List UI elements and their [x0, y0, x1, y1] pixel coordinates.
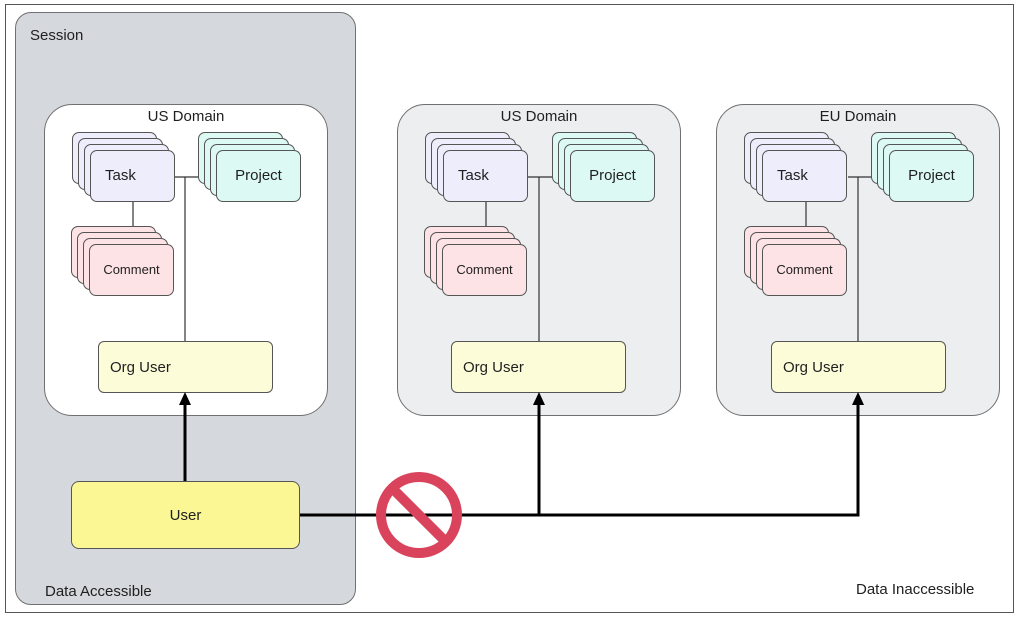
task-label: Task: [105, 167, 136, 184]
task-label: Task: [458, 167, 489, 184]
comment-label: Comment: [103, 262, 160, 277]
project-node: Project: [216, 150, 301, 202]
project-label: Project: [235, 167, 282, 184]
org-user-node: Org User: [771, 341, 946, 393]
task-node: Task: [443, 150, 528, 202]
user-node: User: [71, 481, 300, 549]
task-label: Task: [777, 167, 808, 184]
org-user-label: Org User: [463, 359, 524, 376]
comment-node: Comment: [89, 244, 174, 296]
org-user-node: Org User: [98, 341, 273, 393]
task-node: Task: [90, 150, 175, 202]
project-node: Project: [570, 150, 655, 202]
project-label: Project: [589, 167, 636, 184]
org-user-node: Org User: [451, 341, 626, 393]
domain-title: US Domain: [147, 108, 225, 125]
domain-title: US Domain: [500, 108, 578, 125]
session-label: Session: [30, 27, 84, 44]
user-label: User: [169, 507, 202, 524]
project-label: Project: [908, 167, 955, 184]
data-accessible-label: Data Accessible: [45, 583, 152, 600]
comment-node: Comment: [762, 244, 847, 296]
data-inaccessible-label: Data Inaccessible: [856, 581, 975, 598]
task-node: Task: [762, 150, 847, 202]
org-user-label: Org User: [783, 359, 844, 376]
comment-label: Comment: [776, 262, 833, 277]
comment-node: Comment: [442, 244, 527, 296]
org-user-label: Org User: [110, 359, 171, 376]
domain-title: EU Domain: [819, 108, 897, 125]
comment-label: Comment: [456, 262, 513, 277]
project-node: Project: [889, 150, 974, 202]
